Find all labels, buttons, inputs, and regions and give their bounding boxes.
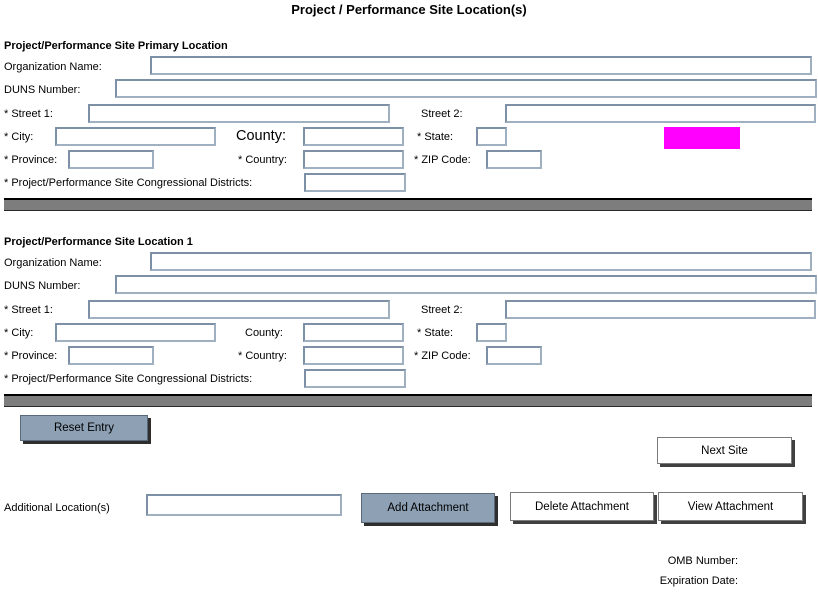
section-separator (4, 394, 812, 407)
organization-name-label: Organization Name: (4, 61, 102, 73)
county-label: County: (245, 327, 283, 339)
country-input-primary[interactable] (303, 150, 404, 169)
province-label: * Province: (4, 154, 58, 166)
delete-attachment-button[interactable]: Delete Attachment (510, 492, 654, 521)
street1-input-primary[interactable] (88, 104, 390, 123)
state-input-site1[interactable] (476, 323, 507, 342)
reset-entry-button[interactable]: Reset Entry (20, 415, 148, 441)
street2-input-site1[interactable] (505, 300, 816, 319)
street1-input-site1[interactable] (88, 300, 390, 319)
country-label: * Country: (238, 350, 287, 362)
section-header-primary: Project/Performance Site Primary Locatio… (4, 40, 228, 52)
organization-name-label: Organization Name: (4, 257, 102, 269)
street2-input-primary[interactable] (505, 104, 816, 123)
congressional-districts-label: * Project/Performance Site Congressional… (4, 373, 253, 385)
add-attachment-button[interactable]: Add Attachment (361, 493, 495, 523)
state-input-primary[interactable] (476, 127, 507, 146)
province-input-primary[interactable] (68, 150, 154, 169)
highlight-field-marker (664, 127, 740, 149)
state-label: * State: (417, 131, 454, 143)
omb-number-label: OMB Number: (667, 555, 738, 567)
province-input-site1[interactable] (68, 346, 154, 365)
province-label: * Province: (4, 350, 58, 362)
street2-label: Street 2: (421, 108, 463, 120)
congressional-districts-input-site1[interactable] (304, 369, 406, 388)
state-label: * State: (417, 327, 454, 339)
city-input-primary[interactable] (55, 127, 216, 146)
additional-locations-label: Additional Location(s) (4, 502, 110, 514)
city-label: * City: (4, 131, 34, 143)
duns-number-input-primary[interactable] (115, 79, 817, 98)
country-label: * Country: (238, 154, 287, 166)
section-separator (4, 198, 812, 211)
duns-number-input-site1[interactable] (115, 275, 817, 294)
city-label: * City: (4, 327, 34, 339)
section-header-location-1: Project/Performance Site Location 1 (4, 236, 193, 248)
view-attachment-button[interactable]: View Attachment (658, 492, 803, 521)
country-input-site1[interactable] (303, 346, 404, 365)
zip-input-primary[interactable] (486, 150, 542, 169)
zip-input-site1[interactable] (486, 346, 542, 365)
next-site-button[interactable]: Next Site (657, 437, 792, 464)
zip-label: * ZIP Code: (414, 350, 471, 362)
page-title: Project / Performance Site Location(s) (291, 2, 527, 17)
city-input-site1[interactable] (55, 323, 216, 342)
zip-label: * ZIP Code: (414, 154, 471, 166)
county-label: County: (236, 128, 286, 144)
congressional-districts-label: * Project/Performance Site Congressional… (4, 177, 253, 189)
expiration-date-label: Expiration Date: (659, 575, 738, 587)
organization-name-input-site1[interactable] (150, 252, 812, 271)
congressional-districts-input-primary[interactable] (304, 173, 406, 192)
street1-label: * Street 1: (4, 304, 53, 316)
county-input-site1[interactable] (303, 323, 404, 342)
duns-number-label: DUNS Number: (4, 84, 81, 96)
street1-label: * Street 1: (4, 108, 53, 120)
organization-name-input-primary[interactable] (150, 56, 812, 75)
county-input-primary[interactable] (303, 127, 404, 146)
additional-locations-input[interactable] (146, 494, 342, 516)
duns-number-label: DUNS Number: (4, 280, 81, 292)
street2-label: Street 2: (421, 304, 463, 316)
